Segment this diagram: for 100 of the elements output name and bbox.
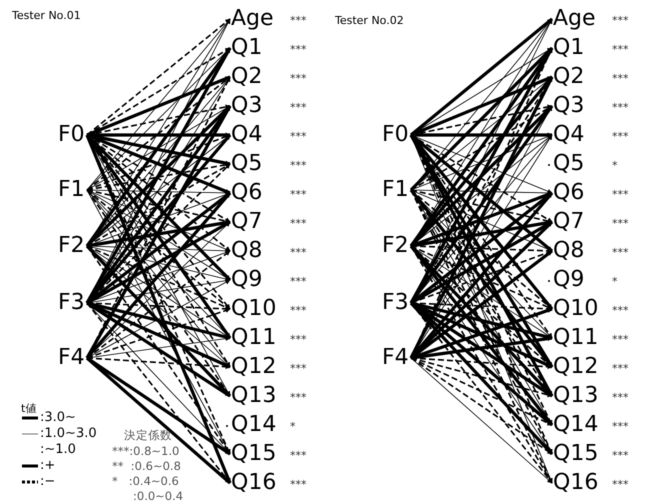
arrow <box>86 18 230 190</box>
significance-stars: *** <box>612 218 628 229</box>
arrow <box>86 244 232 398</box>
item-label: Q4 <box>553 124 584 146</box>
significance-stars: *** <box>612 189 628 200</box>
item-label: Q10 <box>231 298 276 320</box>
factor-label: F4 <box>382 347 409 369</box>
significance-stars: *** <box>612 334 628 345</box>
significance-stars: *** <box>290 73 306 84</box>
arrow <box>86 356 231 456</box>
arrow <box>86 133 230 166</box>
item-label: Q5 <box>553 153 584 175</box>
arrow <box>86 302 231 398</box>
significance-stars: * <box>612 160 618 171</box>
arrow <box>86 302 231 484</box>
arrow <box>410 18 554 136</box>
legend-text: :0.0~0.4 <box>133 491 184 502</box>
significance-stars: * <box>612 276 618 287</box>
item-label: Q4 <box>231 124 262 146</box>
arrow <box>410 104 554 248</box>
significance-stars: *** <box>290 44 306 55</box>
item-label: Q15 <box>553 443 598 465</box>
arrow <box>410 76 553 136</box>
legend-title: t値 <box>21 403 36 414</box>
item-label: Q6 <box>553 182 584 204</box>
significance-stars: * <box>290 421 296 432</box>
arrow <box>86 106 230 190</box>
item-label: Q7 <box>553 211 584 233</box>
significance-stars: *** <box>290 392 306 403</box>
significance-stars: *** <box>290 247 306 258</box>
significance-stars: *** <box>612 44 628 55</box>
significance-stars: *** <box>612 305 628 316</box>
factor-label: F2 <box>58 235 85 257</box>
arrow <box>86 76 231 136</box>
arrow <box>86 356 232 484</box>
item-label: Q14 <box>553 414 598 436</box>
item-label: Q11 <box>553 327 598 349</box>
significance-stars: *** <box>612 102 628 113</box>
arrow <box>410 105 552 191</box>
legend-text: :1.0~3.0 <box>40 427 97 440</box>
significance-stars: *** <box>612 15 628 26</box>
arrow <box>410 302 553 484</box>
significance-stars: *** <box>290 276 306 287</box>
panel-title: Tester No.02 <box>335 15 404 26</box>
legend-text: :3.0~ <box>40 411 76 424</box>
significance-stars: *** <box>290 305 306 316</box>
item-label: Q10 <box>553 298 598 320</box>
item-label: Q2 <box>553 66 584 88</box>
item-label: Q11 <box>231 327 276 349</box>
legend-text: * :0.4~0.6 <box>112 476 179 488</box>
arrow <box>410 357 552 398</box>
factor-label: F2 <box>382 235 409 257</box>
item-label: Q8 <box>231 240 262 262</box>
arrow <box>410 357 552 426</box>
legend-text: :+ <box>40 459 56 472</box>
arrow <box>410 302 554 456</box>
item-label: Q3 <box>231 95 262 117</box>
significance-stars: *** <box>290 450 306 461</box>
item-label: Q6 <box>231 182 262 204</box>
item-label: Q15 <box>231 443 276 465</box>
significance-stars: *** <box>290 218 306 229</box>
arrow <box>410 336 552 360</box>
arrow <box>410 302 554 426</box>
arrow <box>86 302 231 368</box>
significance-stars: *** <box>612 131 628 142</box>
arrow <box>87 132 230 138</box>
factor-label: F0 <box>58 124 85 146</box>
factor-label: F4 <box>58 347 85 369</box>
significance-stars: *** <box>612 247 628 258</box>
panel-title: Tester No.01 <box>12 10 81 21</box>
factor-label: F3 <box>58 292 85 314</box>
item-label: Q1 <box>231 37 262 59</box>
arrow <box>86 76 230 191</box>
arrow <box>410 307 553 360</box>
item-label: Q3 <box>553 95 584 117</box>
item-label: Q1 <box>553 37 584 59</box>
arrow <box>86 308 230 359</box>
item-label: Q13 <box>553 385 598 407</box>
factor-label: F0 <box>382 124 409 146</box>
item-label: Q2 <box>231 66 262 88</box>
item-label: Age <box>553 8 596 30</box>
item-label: Q16 <box>553 472 598 494</box>
item-label: Q13 <box>231 385 276 407</box>
significance-stars: *** <box>612 392 628 403</box>
significance-stars: *** <box>612 363 628 374</box>
arrow <box>86 189 230 224</box>
item-label: Q14 <box>231 414 276 436</box>
factor-label: F1 <box>58 179 85 201</box>
significance-stars: *** <box>290 102 306 113</box>
factor-label: F1 <box>382 179 409 201</box>
item-label: Q9 <box>553 269 584 291</box>
arrow <box>410 302 553 398</box>
significance-stars: *** <box>290 363 306 374</box>
arrow <box>86 246 231 454</box>
item-label: Q5 <box>231 153 262 175</box>
arrow <box>410 358 552 484</box>
significance-stars: *** <box>612 479 628 490</box>
legend-text: :~1.0 <box>40 443 76 456</box>
arrow <box>410 190 552 196</box>
legend-text: ** :0.6~0.8 <box>112 461 181 472</box>
